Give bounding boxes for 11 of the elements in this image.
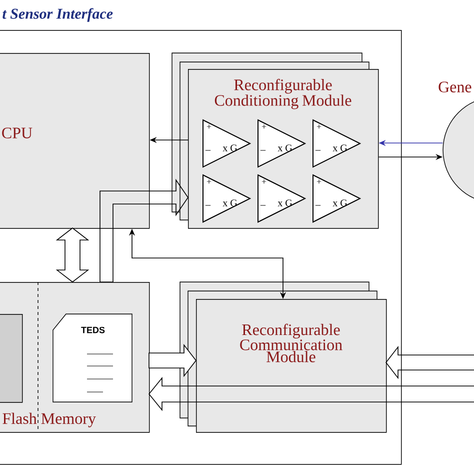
node-label: t Sensor Interface: [2, 8, 113, 22]
cpu-box: CPU: [0, 53, 150, 229]
hollow-arrow: [100, 178, 188, 282]
memory-block: [0, 314, 23, 403]
module-box: Reconfigurable Communication Module: [180, 282, 387, 433]
hollow-arrow: [386, 346, 474, 380]
hollow-arrow: [56, 228, 90, 282]
hollow-arrow: [148, 376, 474, 412]
node-label: Gene: [438, 82, 472, 92]
hollow-arrow: [148, 344, 196, 378]
circle-node: Gene: [438, 82, 474, 204]
